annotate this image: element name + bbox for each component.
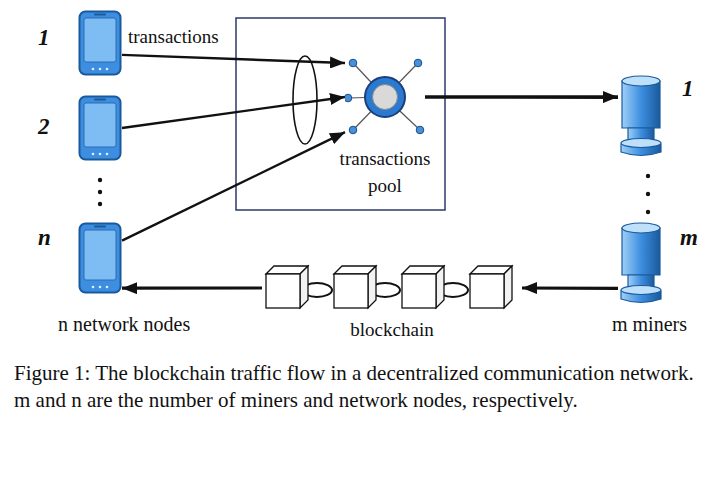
blockchain-chain-drawing-part xyxy=(300,266,308,308)
figure-caption: Figure 1: The blockchain traffic flow in… xyxy=(14,360,709,414)
phone-icon-drawing-part xyxy=(94,14,106,16)
miner-icon-drawing-part xyxy=(622,81,660,128)
phone-icon-drawing-part xyxy=(92,286,95,289)
miner-icon: m xyxy=(618,222,664,307)
phone-icon-drawing-part xyxy=(106,153,109,156)
node-caption: blockchain xyxy=(350,316,433,343)
phone-icon-drawing-part xyxy=(80,224,121,293)
miner-icon-drawing-part xyxy=(622,228,660,275)
phone-icon-drawing xyxy=(78,95,122,161)
group-label: m miners xyxy=(612,312,687,336)
group-label: n network nodes xyxy=(58,312,190,336)
ellipsis-dot xyxy=(98,190,102,194)
transaction-pool-hub-drawing-part xyxy=(365,77,405,117)
miner-icon-drawing-part xyxy=(622,223,660,233)
ellipsis-dot xyxy=(98,202,102,206)
miner-icon-drawing-part xyxy=(622,76,660,86)
phone-icon-drawing xyxy=(78,222,122,294)
miner-icon-drawing xyxy=(618,75,664,160)
ellipsis-dot xyxy=(98,178,102,182)
transaction-pool-hub-drawing-part xyxy=(349,59,357,67)
node-number: 2 xyxy=(38,115,50,138)
blockchain-chain-drawing-part xyxy=(334,274,368,308)
blockchain-chain-drawing-part xyxy=(436,266,444,308)
blockchain-chain-drawing-part xyxy=(470,274,504,308)
phone-icon-drawing-part xyxy=(106,286,109,289)
node-number: n xyxy=(38,226,51,249)
flow-arrow xyxy=(522,286,618,289)
blockchain-chain-drawing xyxy=(262,262,522,312)
phone-icon-drawing-part xyxy=(80,12,121,75)
pool-frame xyxy=(236,18,445,210)
miner-icon: 1 xyxy=(618,75,664,160)
blockchain-chain-drawing-part xyxy=(504,266,512,308)
flow-arrow xyxy=(122,55,345,63)
phone-icon-drawing-part xyxy=(99,286,102,289)
flow-arrow xyxy=(122,286,262,289)
node-number: 1 xyxy=(682,77,694,100)
phone-icon-drawing-part xyxy=(84,103,116,147)
miner-icon-drawing xyxy=(618,222,664,307)
flow-arrow xyxy=(122,132,345,241)
node-number: 1 xyxy=(38,26,50,49)
ellipsis-dot xyxy=(646,192,650,196)
phone-icon-drawing-part xyxy=(106,68,109,71)
phone-icon-drawing-part xyxy=(99,153,102,156)
node-caption: transactions pool xyxy=(323,145,447,199)
transaction-pool-hub-drawing-part xyxy=(349,126,357,134)
transaction-pool-hub-drawing-part xyxy=(373,85,398,110)
ellipsis-dot xyxy=(646,174,650,178)
phone-icon: 2 xyxy=(78,95,122,161)
phone-icon-drawing-part xyxy=(84,18,116,62)
phone-icon-drawing-part xyxy=(99,68,102,71)
phone-icon-drawing-part xyxy=(92,153,95,156)
transaction-pool-hub-drawing-part xyxy=(414,59,422,67)
blockchain-chain: blockchain xyxy=(262,262,522,312)
phone-icon-drawing-part xyxy=(80,97,121,160)
grouping-ellipse xyxy=(293,56,317,144)
transaction-pool-hub-drawing xyxy=(345,57,425,137)
blockchain-chain-drawing-part xyxy=(368,266,376,308)
edge-label: transactions xyxy=(128,26,219,49)
transaction-pool-hub: transactions pool xyxy=(345,57,425,137)
flow-arrow xyxy=(122,97,345,128)
phone-icon: n xyxy=(78,222,122,294)
phone-icon-drawing-part xyxy=(94,99,106,101)
miner-icon-drawing-part xyxy=(621,139,661,148)
transaction-pool-hub-drawing-part xyxy=(345,94,352,102)
phone-icon-drawing-part xyxy=(92,68,95,71)
ellipsis-dot xyxy=(646,210,650,214)
phone-icon-drawing-part xyxy=(84,230,116,280)
node-number: m xyxy=(680,226,698,249)
transaction-pool-hub-drawing-part xyxy=(416,126,424,134)
blockchain-chain-drawing-part xyxy=(266,274,300,308)
phone-icon-drawing xyxy=(78,10,122,76)
phone-icon: 1 xyxy=(78,10,122,76)
miner-icon-drawing-part xyxy=(621,286,661,295)
blockchain-chain-drawing-part xyxy=(402,274,436,308)
phone-icon-drawing-part xyxy=(94,226,106,228)
flow-arrow xyxy=(425,95,618,99)
